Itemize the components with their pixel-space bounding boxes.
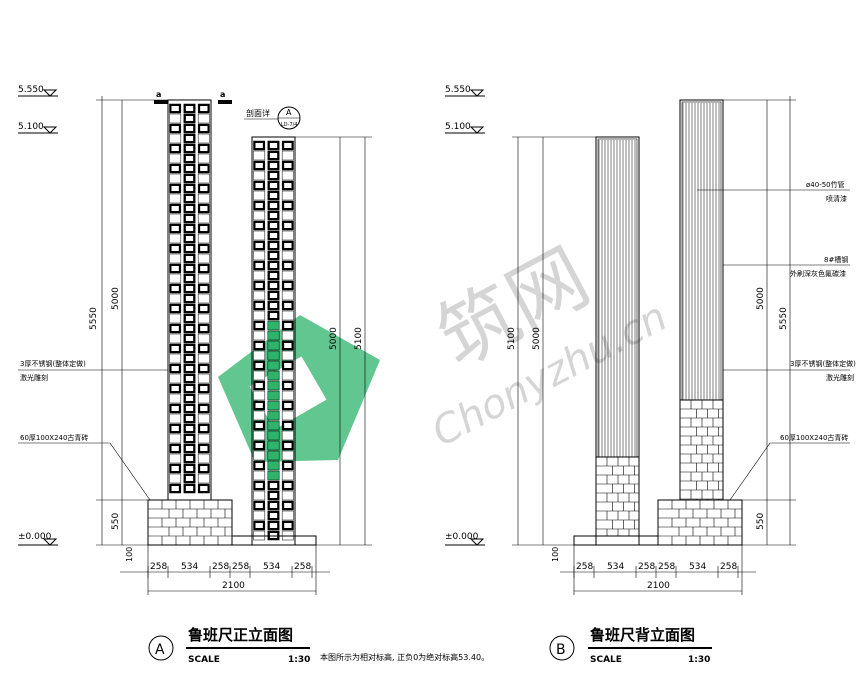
- dim-550-back-right: 550: [756, 513, 766, 530]
- back-label: B: [556, 642, 566, 658]
- front-title-block: A 鲁班尺正立面图 SCALE 1:30 本图所示为相对标高, 正负0为绝对标高…: [148, 626, 489, 665]
- dim-total-back: 2100: [647, 581, 670, 591]
- front-remark: 本图所示为相对标高, 正负0为绝对标高53.40。: [320, 652, 489, 662]
- back-title-block: B 鲁班尺背立面图 SCALE 1:30: [549, 626, 712, 665]
- level-marker-zero: ±0.000: [18, 532, 58, 546]
- dim-total-front: 2100: [222, 581, 245, 591]
- segment-dim-label: 534: [607, 562, 624, 572]
- front-label: A: [155, 642, 165, 658]
- segment-dim-label: 258: [720, 562, 737, 572]
- level-label-mid: 5.100: [18, 122, 44, 132]
- section-tag-left: a: [156, 90, 161, 99]
- callout-top: A: [286, 108, 292, 117]
- segment-dim-label: 258: [576, 562, 593, 572]
- note-brick-front: 60厚100X240古青砖: [20, 433, 88, 442]
- dim-100-back: 100: [551, 547, 560, 562]
- dim-5100-right: 5100: [354, 327, 364, 350]
- note-steel-plate-front: 3厚不锈钢(整体定做): [20, 359, 86, 368]
- front-slab-main-pattern: [169, 103, 210, 494]
- segment-dim-label: 258: [658, 562, 675, 572]
- back-short-brick-pattern: [596, 457, 639, 536]
- back-slab-short-pipes: [597, 138, 638, 458]
- note-channel: 8#槽钢: [824, 255, 848, 264]
- level-label-zero-back: ±0.000: [445, 532, 479, 542]
- segment-dim-label: 534: [263, 562, 280, 572]
- dim-5000-back: 5000: [532, 327, 542, 350]
- section-reference: 剖面详: [246, 108, 270, 118]
- back-slab-short-brick: [595, 456, 640, 546]
- back-elevation: 5.550 5.100 ±0.000 5100 5000: [445, 85, 856, 665]
- section-mark-left: a: [154, 90, 168, 104]
- front-slab-second-pattern: [253, 140, 294, 541]
- dim-5000-back-right: 5000: [756, 287, 766, 310]
- note-steel-plate-back: 3厚不锈钢(整体定做): [790, 359, 856, 368]
- level-marker-zero-back: ±0.000: [445, 532, 485, 546]
- back-scale-label: SCALE: [590, 655, 622, 665]
- segment-dim-label: 258: [638, 562, 655, 572]
- note-pipe: ø40-50竹管: [806, 180, 845, 189]
- front-label-circle: [148, 635, 174, 661]
- back-slab-short: [595, 136, 640, 458]
- note-paint: 喷清漆: [826, 194, 847, 203]
- dim-5550-left: 5550: [89, 307, 99, 330]
- dim-5000-right: 5000: [329, 327, 339, 350]
- segment-dim-label: 258: [150, 562, 167, 572]
- back-scale-value: 1:30: [688, 655, 710, 665]
- level-label-top: 5.550: [18, 85, 44, 95]
- segment-dim-label: 258: [294, 562, 311, 572]
- back-brick-pattern: [658, 500, 742, 545]
- level-label-zero: ±0.000: [18, 532, 52, 542]
- note-laser-back: 激光雕刻: [826, 373, 854, 382]
- dim-550-left: 550: [111, 513, 121, 530]
- segment-dim-label: 258: [232, 562, 249, 572]
- note-channel-paint: 外刷深灰色氟碳漆: [790, 269, 846, 278]
- dim-100-front: 100: [125, 547, 134, 562]
- segment-dim-label: 534: [689, 562, 706, 572]
- segment-dim-label: 534: [181, 562, 198, 572]
- detail-callout: A LD-7/4: [277, 106, 301, 130]
- level-marker-top: 5.550: [18, 85, 58, 97]
- level-label-top-back: 5.550: [445, 85, 471, 95]
- level-marker-mid-back: 5.100: [445, 122, 485, 134]
- back-title: 鲁班尺背立面图: [590, 626, 695, 644]
- segment-dim-label: 258: [212, 562, 229, 572]
- back-slab-tall-pipes: [681, 101, 722, 401]
- front-base-plinth: [231, 535, 317, 546]
- level-marker-mid: 5.100: [18, 122, 58, 134]
- front-scale-label: SCALE: [188, 655, 220, 665]
- back-tall-brick-pattern: [680, 400, 723, 500]
- back-slab-tall: [679, 99, 724, 401]
- callout-bottom: LD-7/4: [281, 122, 298, 128]
- dim-5550-back-right: 5550: [779, 307, 789, 330]
- note-brick-back: 60厚100X240古青砖: [780, 433, 848, 442]
- back-slab-tall-brick: [679, 399, 724, 501]
- level-marker-top-back: 5.550: [445, 85, 485, 97]
- dim-5100-back: 5100: [507, 327, 517, 350]
- note-laser-front: 激光雕刻: [20, 373, 48, 382]
- back-label-circle: [549, 635, 575, 661]
- dim-5000-left: 5000: [111, 287, 121, 310]
- front-elevation: 5.550 5.100 ±0.000 5550 5000 550: [18, 85, 489, 665]
- front-brick-pattern: [148, 500, 232, 545]
- section-tag-right: a: [220, 90, 225, 99]
- front-title: 鲁班尺正立面图: [188, 626, 293, 644]
- front-scale-value: 1:30: [288, 655, 310, 665]
- back-base-plinth: [573, 535, 659, 546]
- section-mark-right: a: [218, 90, 232, 104]
- level-label-mid-back: 5.100: [445, 122, 471, 132]
